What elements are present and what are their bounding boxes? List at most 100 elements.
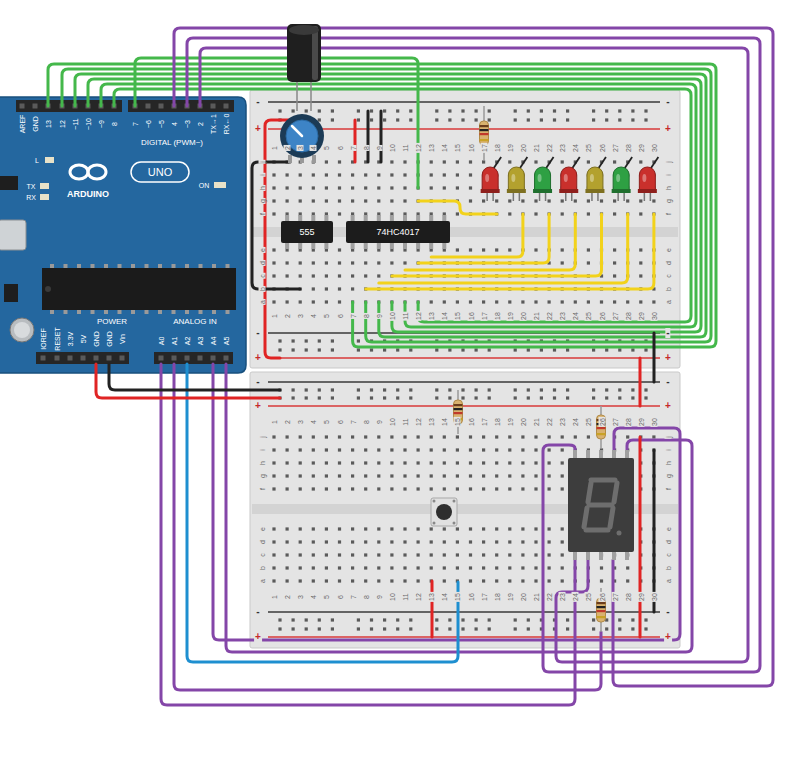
rail-line — [268, 128, 660, 130]
rail-hole — [278, 618, 281, 621]
header-pin — [81, 356, 86, 361]
hole — [272, 199, 275, 202]
column-number: 19 — [506, 143, 513, 153]
hole — [338, 160, 341, 163]
column-number: 25 — [585, 143, 592, 153]
hole — [495, 566, 498, 569]
row-letter: j — [665, 435, 672, 439]
hole — [521, 199, 524, 202]
row-letter: e — [665, 526, 672, 532]
rail-hole — [644, 348, 647, 351]
column-number: 19 — [506, 417, 513, 427]
column-number: 20 — [519, 143, 526, 153]
rail-hole — [292, 627, 295, 630]
hole — [286, 553, 289, 556]
hole — [351, 435, 354, 438]
rail-hole — [370, 109, 373, 112]
rail-hole — [331, 339, 334, 342]
rail-hole — [566, 348, 569, 351]
column-number: 12 — [415, 417, 422, 427]
capacitor-lead — [296, 80, 298, 111]
rail-hole — [305, 339, 308, 342]
blue-wire — [187, 364, 458, 662]
row-letter: i — [665, 173, 672, 177]
rail-hole — [357, 618, 360, 621]
rail-hole — [409, 396, 412, 399]
rail-hole — [383, 348, 386, 351]
row-letter: e — [259, 526, 266, 532]
hole — [469, 160, 472, 163]
pin-label: 8 — [111, 122, 118, 126]
header-label: DIGITAL (PWM~) — [141, 139, 203, 147]
row-letter: g — [665, 198, 672, 204]
led-shine — [590, 174, 594, 182]
display-pin — [586, 551, 590, 560]
column-number: 26 — [598, 592, 605, 602]
hole — [286, 448, 289, 451]
led-shine — [564, 174, 568, 182]
rail-line — [268, 381, 660, 383]
rail-hole — [592, 396, 595, 399]
rail-hole — [527, 627, 530, 630]
row-letter: b — [259, 286, 266, 292]
hole — [456, 160, 459, 163]
rail-hole — [448, 618, 451, 621]
hole — [351, 474, 354, 477]
hole — [587, 261, 590, 264]
resistor-band — [480, 125, 489, 127]
black-wire — [653, 450, 656, 612]
row-letter: i — [259, 173, 266, 177]
hole — [613, 199, 616, 202]
hole — [456, 186, 459, 189]
hole — [351, 448, 354, 451]
rail-hole — [435, 109, 438, 112]
green-wire — [88, 79, 701, 332]
rail-hole — [278, 627, 281, 630]
chip-pin — [77, 264, 81, 268]
rail-hole — [540, 118, 543, 121]
rail-hole — [514, 396, 517, 399]
hole — [351, 199, 354, 202]
rail-hole — [383, 618, 386, 621]
rail-hole — [514, 348, 517, 351]
hole — [548, 199, 551, 202]
led-rim — [533, 189, 552, 193]
hole — [508, 300, 511, 303]
chip-pin — [118, 264, 122, 268]
rail-hole — [435, 396, 438, 399]
hole — [469, 461, 472, 464]
column-number: 27 — [611, 417, 618, 427]
rail-hole — [631, 109, 634, 112]
breadboard: --++--++12345678910111213141516171819202… — [250, 372, 680, 648]
hole — [312, 448, 315, 451]
rail-line — [268, 357, 660, 359]
hole — [351, 540, 354, 543]
hole — [272, 300, 275, 303]
column-number: 22 — [546, 143, 553, 153]
rail-hole — [461, 396, 464, 399]
logo-outline — [131, 162, 189, 182]
display-segment — [588, 483, 591, 502]
column-number: 21 — [533, 311, 540, 321]
hole — [613, 248, 616, 251]
hole — [272, 487, 275, 490]
row-letter: c — [259, 552, 266, 558]
hole — [495, 300, 498, 303]
hole — [272, 186, 275, 189]
rail-hole — [605, 396, 608, 399]
column-number: 25 — [585, 417, 592, 427]
hole — [286, 540, 289, 543]
pin-label: 3.3V — [67, 332, 74, 346]
hole — [548, 540, 551, 543]
rail-hole — [605, 118, 608, 121]
hole — [495, 553, 498, 556]
hole — [403, 160, 406, 163]
display-pin — [599, 450, 603, 459]
column-number: 14 — [441, 417, 448, 427]
hole — [272, 248, 275, 251]
display-pin — [573, 551, 577, 560]
led-rim — [585, 189, 604, 193]
column-number: 23 — [559, 143, 566, 153]
hole — [456, 435, 459, 438]
hole — [403, 186, 406, 189]
